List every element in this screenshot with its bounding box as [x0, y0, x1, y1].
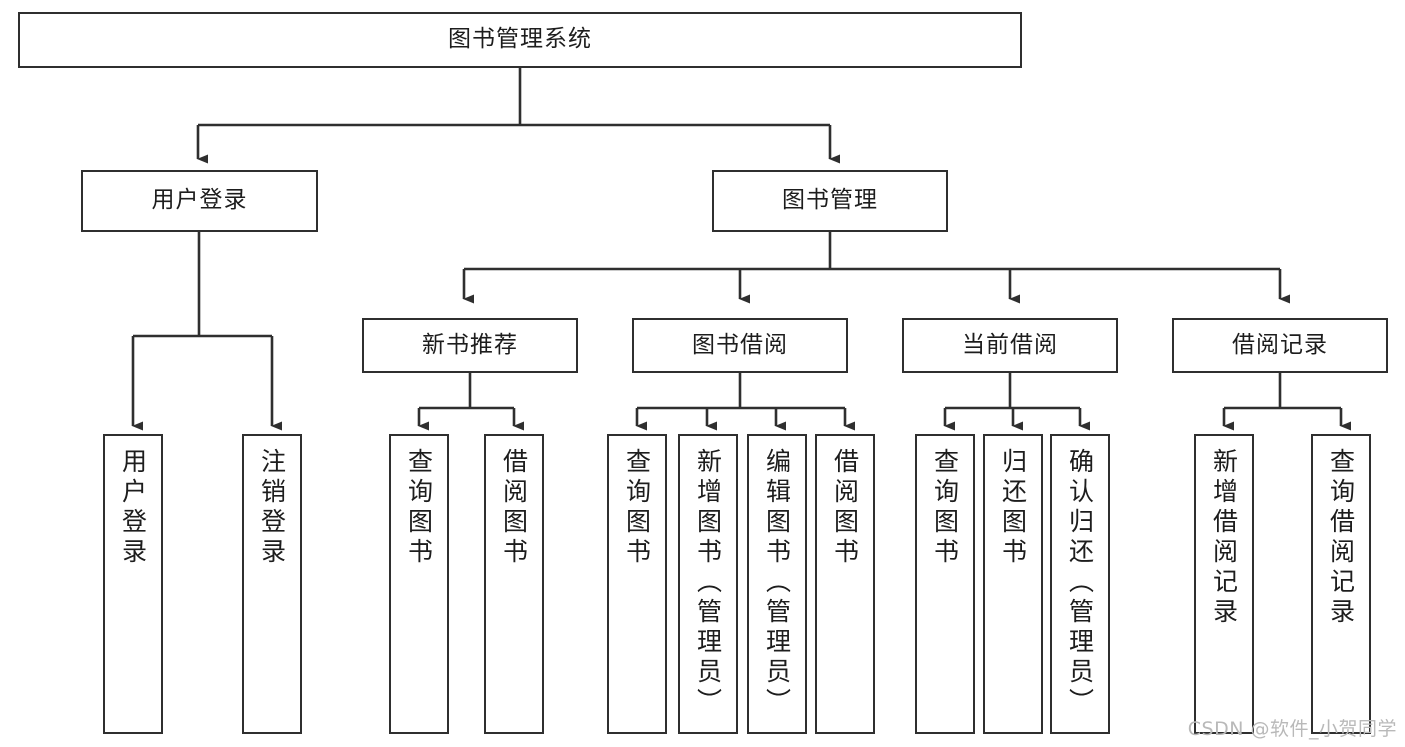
leaf-book-borrow-borrow[interactable]: 借阅图书 [815, 434, 875, 734]
node-label: 新增借阅记录 [1209, 448, 1239, 628]
leaf-new-book-query[interactable]: 查询图书 [389, 434, 449, 734]
node-label: 新书推荐 [422, 331, 518, 358]
leaf-current-borrow-confirm-return[interactable]: 确认归还（管理员） [1050, 434, 1110, 734]
node-label: 查询借阅记录 [1326, 448, 1356, 628]
node-label: 借阅记录 [1232, 331, 1328, 358]
node-label: 查询图书 [622, 448, 652, 568]
node-label: 当前借阅 [962, 331, 1058, 358]
leaf-current-borrow-return[interactable]: 归还图书 [983, 434, 1043, 734]
node-user-login[interactable]: 用户登录 [81, 170, 318, 232]
leaf-book-borrow-edit[interactable]: 编辑图书（管理员） [747, 434, 807, 734]
node-root-book-management-system[interactable]: 图书管理系统 [18, 12, 1022, 68]
node-book-borrow[interactable]: 图书借阅 [632, 318, 848, 373]
node-label: 确认归还（管理员） [1065, 448, 1095, 718]
node-label: 借阅图书 [499, 448, 529, 568]
node-label: 借阅图书 [830, 448, 860, 568]
node-label: 编辑图书（管理员） [762, 448, 792, 718]
node-borrow-record[interactable]: 借阅记录 [1172, 318, 1388, 373]
leaf-current-borrow-query[interactable]: 查询图书 [915, 434, 975, 734]
node-book-management[interactable]: 图书管理 [712, 170, 948, 232]
leaf-new-book-borrow[interactable]: 借阅图书 [484, 434, 544, 734]
node-label: 注销登录 [257, 448, 287, 568]
node-new-book-recommend[interactable]: 新书推荐 [362, 318, 578, 373]
node-label: 用户登录 [151, 187, 248, 214]
node-label: 查询图书 [404, 448, 434, 568]
node-current-borrow[interactable]: 当前借阅 [902, 318, 1118, 373]
node-label: 图书借阅 [692, 331, 788, 358]
node-label: 新增图书（管理员） [693, 448, 723, 718]
node-label: 查询图书 [930, 448, 960, 568]
node-label: 用户登录 [118, 448, 148, 568]
leaf-book-borrow-add[interactable]: 新增图书（管理员） [678, 434, 738, 734]
leaf-borrow-record-add[interactable]: 新增借阅记录 [1194, 434, 1254, 734]
node-label: 归还图书 [998, 448, 1028, 568]
leaf-borrow-record-query[interactable]: 查询借阅记录 [1311, 434, 1371, 734]
node-label: 图书管理 [782, 187, 878, 214]
leaf-user-login-logout[interactable]: 注销登录 [242, 434, 302, 734]
leaf-user-login-login[interactable]: 用户登录 [103, 434, 163, 734]
node-label: 图书管理系统 [448, 26, 592, 53]
leaf-book-borrow-query[interactable]: 查询图书 [607, 434, 667, 734]
